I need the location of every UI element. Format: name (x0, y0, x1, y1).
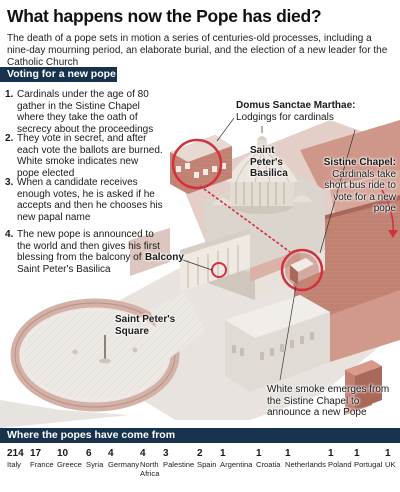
balcony-label: Balcony (145, 252, 184, 263)
sistine-highlight (280, 248, 324, 292)
intro-text: The death of a pope sets in motion a ser… (7, 33, 388, 68)
sistine-label: Sistine Chapel: Cardinals take short bus… (322, 157, 396, 215)
page-title: What happens now the Pope has died? (7, 6, 322, 26)
step-text: They vote in secret, and after each vote… (17, 133, 163, 179)
step-text: When a candidate receives enough votes, … (17, 177, 163, 223)
step-number: 4. (5, 229, 14, 240)
step-number: 2. (5, 133, 14, 144)
square-paving (20, 307, 170, 403)
step-number: 3. (5, 177, 14, 188)
step-text: Cardinals under the age of 80 gather in … (17, 89, 154, 135)
bus-route-arrow (199, 185, 291, 253)
vatican-illustration (0, 117, 400, 428)
step-number: 1. (5, 89, 14, 100)
domus-highlight (171, 138, 223, 190)
basilica-label: Saint Peter's Basilica (250, 145, 288, 179)
smoke-label: White smoke emerges from the Sistine Cha… (267, 384, 390, 418)
step-text: The new pope is announced to the world a… (17, 229, 160, 275)
basilica-dome (226, 151, 298, 182)
sistine-label-title: Sistine Chapel: (323, 157, 396, 168)
domus-label: Domus Sanctae Marthae: Lodgings for card… (236, 100, 386, 123)
voting-heading: Voting for a new pope (0, 67, 117, 82)
square-label: Saint Peter's Square (115, 314, 176, 337)
domus-label-text: Lodgings for cardinals (236, 111, 334, 123)
domus-label-title: Domus Sanctae Marthae: (236, 100, 356, 111)
sistine-label-text: Cardinals take short bus ride to vote fo… (324, 168, 396, 215)
origins-heading: Where the popes have come from (0, 428, 400, 443)
